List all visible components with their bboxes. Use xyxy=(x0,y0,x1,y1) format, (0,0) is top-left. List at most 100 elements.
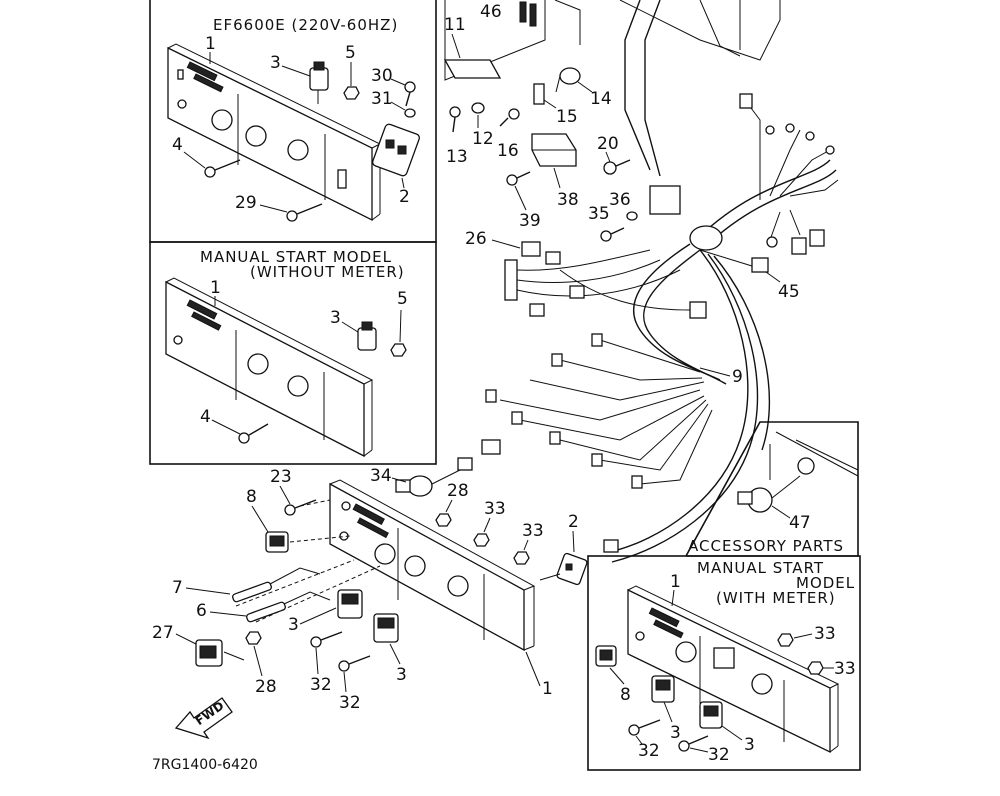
nut xyxy=(807,661,824,675)
washer xyxy=(471,102,485,114)
fuse-holder xyxy=(232,567,321,603)
callout-31: 31 xyxy=(371,89,393,109)
breaker xyxy=(699,701,723,729)
callout-9: 9 xyxy=(732,367,743,387)
callout-32: 32 xyxy=(310,675,332,695)
callout-16: 16 xyxy=(497,141,519,161)
generator-frame-outline xyxy=(619,0,781,61)
box-meter-title-line1: MANUAL START xyxy=(697,559,824,577)
nut xyxy=(513,551,530,565)
callout-35: 35 xyxy=(588,204,610,224)
callout-1: 1 xyxy=(670,572,681,592)
breaker xyxy=(651,675,675,703)
breaker xyxy=(309,61,329,104)
callout-32: 32 xyxy=(708,745,730,765)
screw xyxy=(506,171,531,186)
box-meter-title-line3: (WITH METER) xyxy=(716,589,836,607)
screw xyxy=(286,203,323,222)
callout-28: 28 xyxy=(447,481,469,501)
breaker xyxy=(337,589,363,619)
toggle-switch xyxy=(265,531,289,553)
callout-5: 5 xyxy=(397,289,408,309)
key-switch xyxy=(395,457,473,497)
screw xyxy=(600,227,625,242)
callout-6: 6 xyxy=(196,601,207,621)
callout-29: 29 xyxy=(235,193,257,213)
callout-27: 27 xyxy=(152,623,174,643)
callout-20: 20 xyxy=(597,134,619,154)
relay xyxy=(649,185,681,215)
nut xyxy=(245,631,262,645)
callout-13: 13 xyxy=(446,147,468,167)
callout-3: 3 xyxy=(396,665,407,685)
callout-3: 3 xyxy=(270,53,281,73)
bracket xyxy=(533,83,545,105)
box-accessory-title: ACCESSORY PARTS xyxy=(688,537,844,555)
callout-8: 8 xyxy=(620,685,631,705)
upper-parts: 46 11 14 15 12 13 16 xyxy=(443,0,681,242)
callout-4: 4 xyxy=(200,407,211,427)
callout-28: 28 xyxy=(255,677,277,697)
nut xyxy=(435,513,452,527)
callout-47: 47 xyxy=(789,513,811,533)
callout-39: 39 xyxy=(519,211,541,231)
box-manual-title-line1: MANUAL START MODEL xyxy=(200,248,392,266)
box-meter-title-line2: MODEL xyxy=(796,574,855,592)
screw xyxy=(499,108,520,127)
callout-38: 38 xyxy=(557,190,579,210)
nut xyxy=(473,533,490,547)
outlet xyxy=(539,552,588,586)
washer xyxy=(404,108,416,118)
callout-8: 8 xyxy=(246,487,257,507)
box-manual-without-meter: MANUAL START MODEL (WITHOUT METER) 1 3 5… xyxy=(149,241,437,465)
callout-4: 4 xyxy=(172,135,183,155)
callout-5: 5 xyxy=(345,43,356,63)
diagram-code: 7RG1400-6420 xyxy=(152,757,258,773)
screw xyxy=(404,81,416,107)
callout-11: 11 xyxy=(444,15,466,35)
wire-harness: 45 26 9 xyxy=(465,0,839,563)
breaker xyxy=(357,321,377,351)
screw xyxy=(338,655,371,672)
callout-33: 33 xyxy=(834,659,856,679)
callout-1: 1 xyxy=(542,679,553,699)
nut xyxy=(390,343,407,357)
screw xyxy=(449,106,461,133)
callout-46: 46 xyxy=(480,2,502,22)
connector xyxy=(751,257,769,273)
callout-3: 3 xyxy=(330,308,341,328)
callout-3: 3 xyxy=(744,735,755,755)
callout-32: 32 xyxy=(339,693,361,713)
callout-33: 33 xyxy=(484,499,506,519)
nut xyxy=(777,633,794,647)
ground-terminal xyxy=(195,639,245,667)
callout-2: 2 xyxy=(399,187,410,207)
screw xyxy=(204,159,241,178)
callout-33: 33 xyxy=(814,624,836,644)
screw xyxy=(678,735,709,752)
screw xyxy=(603,159,631,175)
fwd-arrow: FWD xyxy=(174,697,233,740)
callout-23: 23 xyxy=(270,467,292,487)
washer xyxy=(626,211,638,221)
screw xyxy=(628,719,661,736)
callout-36: 36 xyxy=(609,190,631,210)
toggle-switch xyxy=(595,645,617,667)
screw xyxy=(310,631,343,648)
callout-32: 32 xyxy=(638,741,660,761)
control-panel-plate xyxy=(167,46,373,222)
callout-45: 45 xyxy=(778,282,800,302)
box-ef6600e: EF6600E (220V-60HZ) xyxy=(149,0,437,243)
main-control-panel: 34 28 33 33 2 23 8 xyxy=(152,457,588,713)
screw xyxy=(238,423,269,444)
box-manual-title-line2: (WITHOUT METER) xyxy=(250,263,405,281)
screw xyxy=(284,499,317,516)
box-ef6600e-title: EF6600E (220V-60HZ) xyxy=(213,16,398,34)
callout-30: 30 xyxy=(371,66,393,86)
capacitor xyxy=(555,67,581,93)
callout-3: 3 xyxy=(670,723,681,743)
box-manual-with-meter: MANUAL START MODEL (WITH METER) xyxy=(587,555,861,771)
callout-34: 34 xyxy=(370,466,392,486)
callout-3: 3 xyxy=(288,615,299,635)
